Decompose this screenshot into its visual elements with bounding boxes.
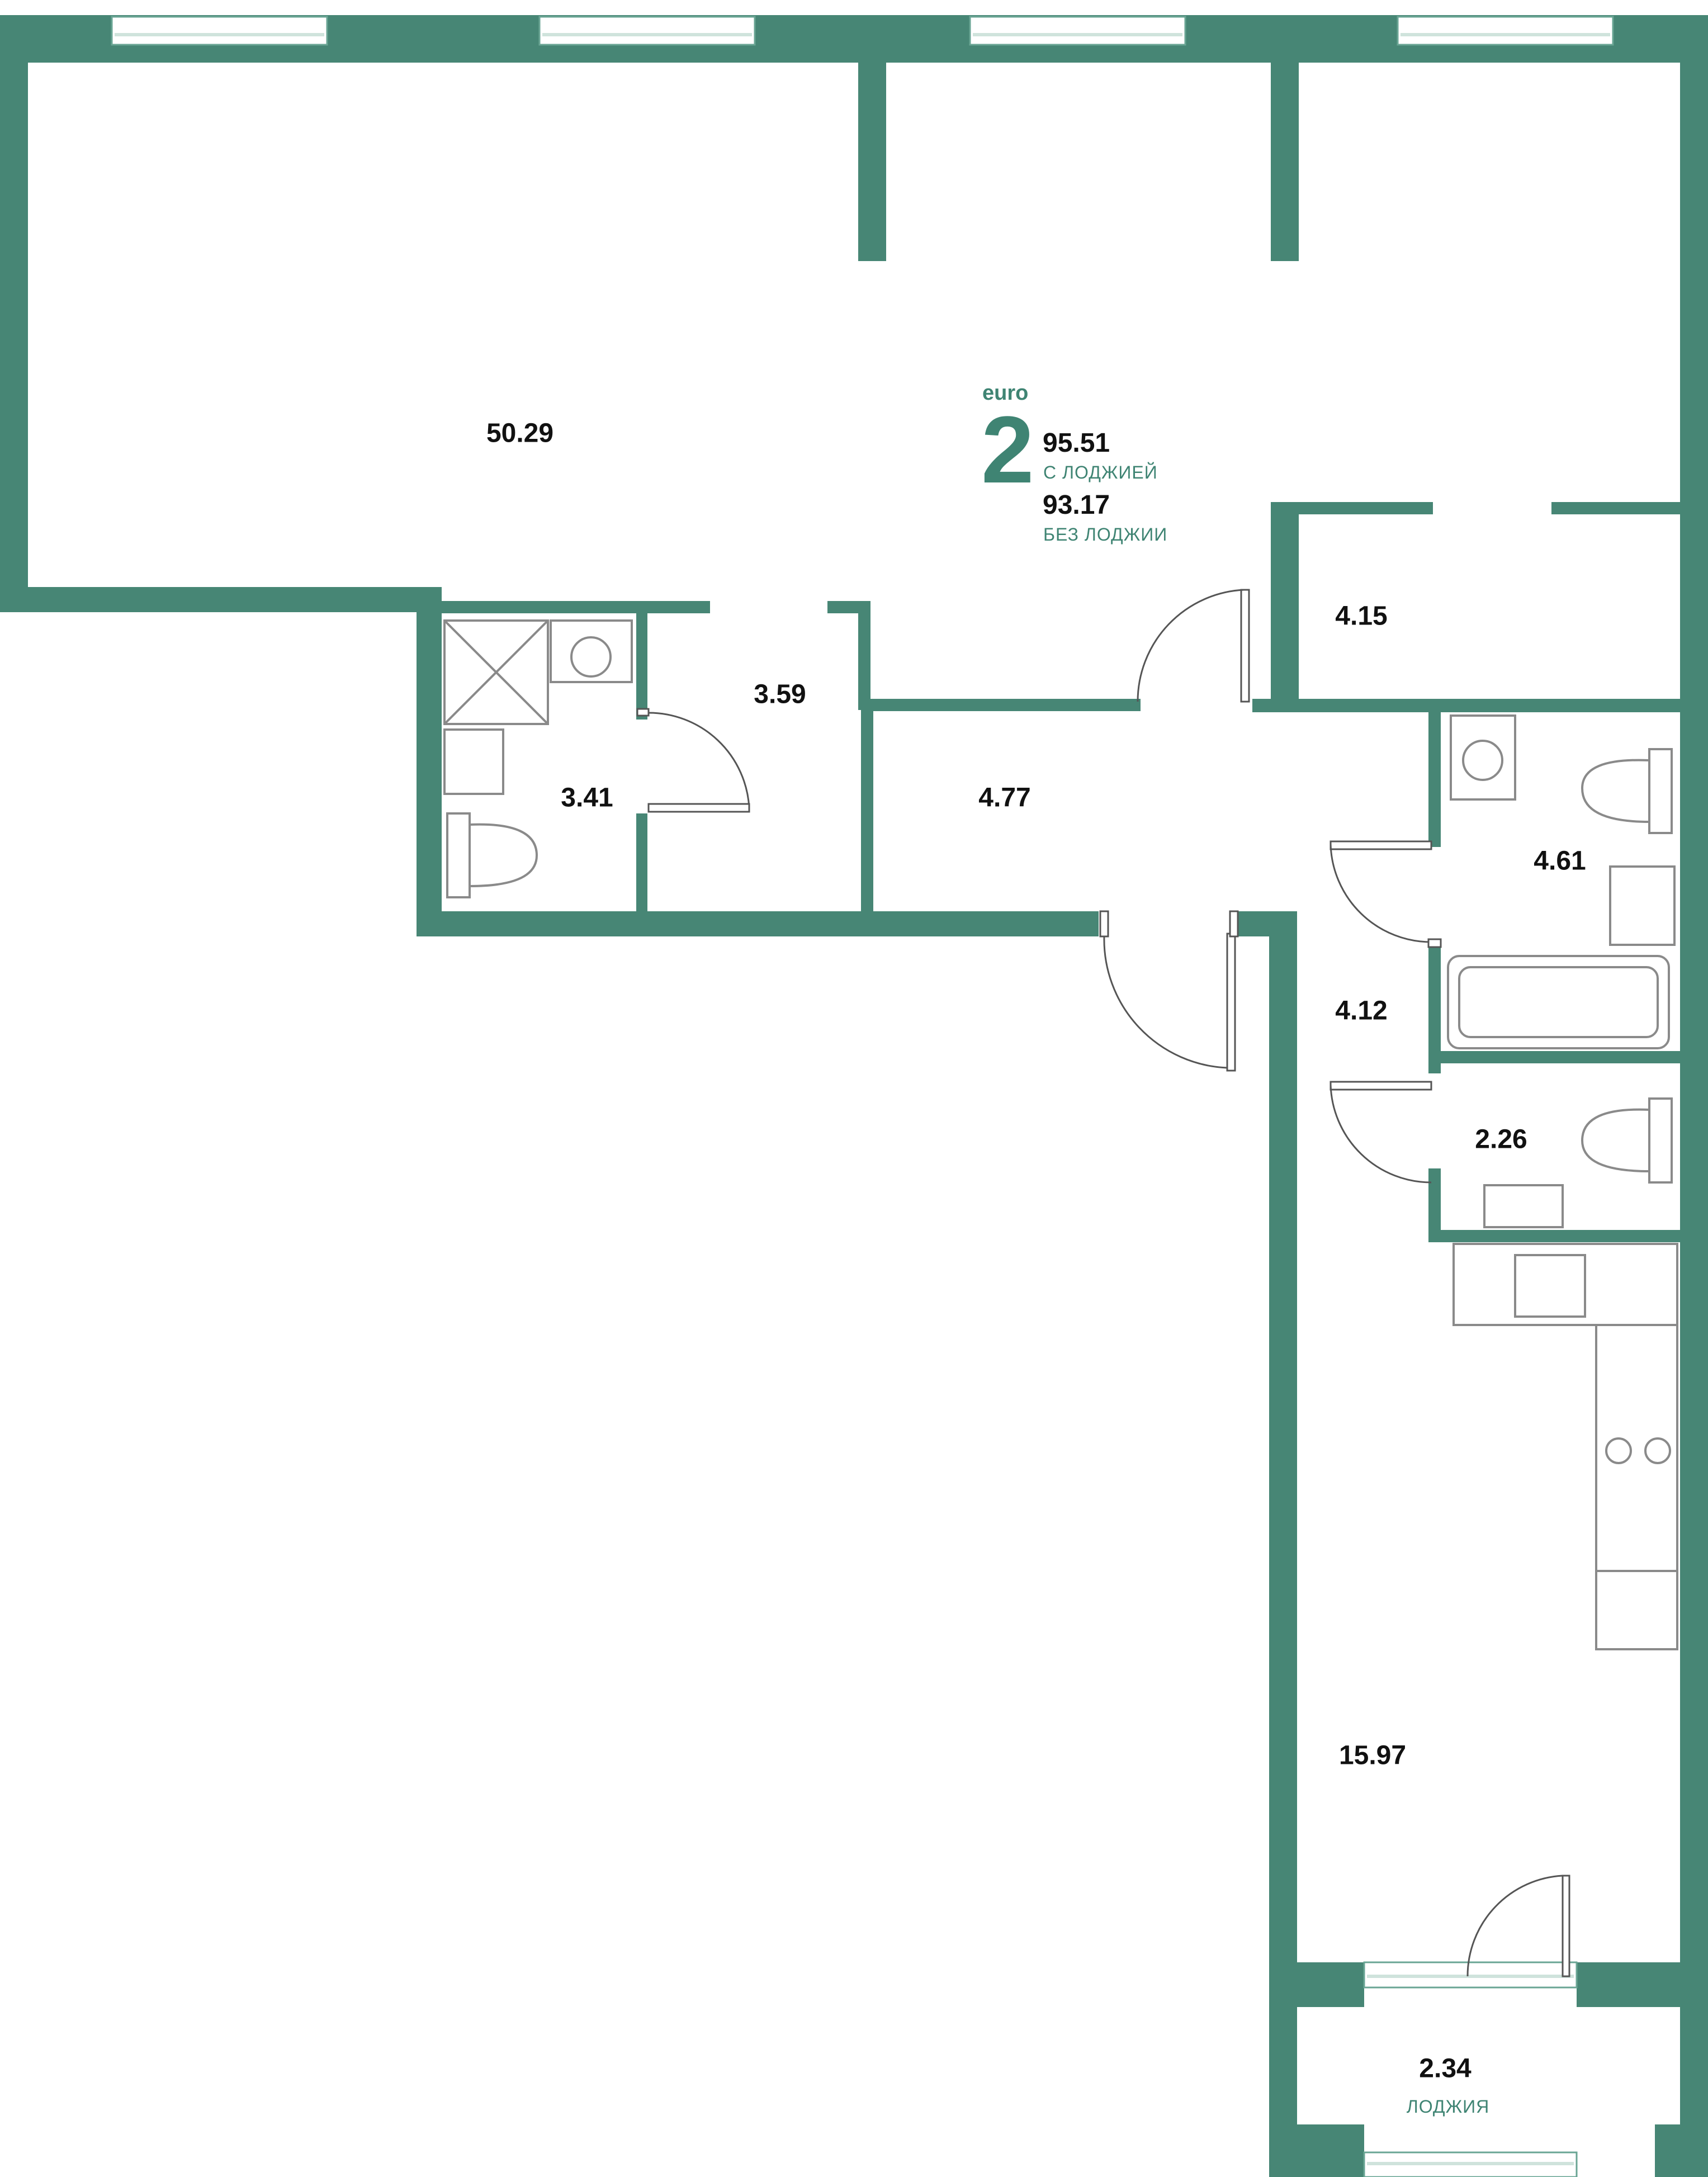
apartment-type-tag: euro — [982, 381, 1029, 405]
room-area-living: 50.29 — [486, 418, 554, 448]
room-area-wc: 2.26 — [1475, 1124, 1527, 1154]
loggia-caption: ЛОДЖИЯ — [1406, 2096, 1490, 2117]
room-area-loggia: 2.34 — [1419, 2053, 1472, 2084]
room-area-bathroom-shower: 3.41 — [561, 783, 613, 813]
room-area-storage: 4.15 — [1335, 601, 1388, 631]
room-area-bathroom-tub: 4.61 — [1534, 846, 1586, 876]
room-area-corridor: 4.77 — [978, 783, 1031, 813]
fixtures — [443, 619, 1678, 1650]
doors — [636, 589, 1570, 1977]
area-with-loggia: 95.51 — [1043, 428, 1110, 458]
loggia-frame — [1319, 2007, 1660, 2124]
room-area-kitchen: 15.97 — [1338, 1740, 1407, 1771]
window-glass — [115, 33, 1610, 2165]
room-area-closet: 3.59 — [754, 679, 806, 709]
area-without-loggia-caption: БЕЗ ЛОДЖИИ — [1043, 524, 1168, 545]
room-area-hall: 4.12 — [1335, 996, 1388, 1026]
room-count: 2 — [981, 397, 1034, 503]
windows — [111, 16, 1614, 2177]
area-without-loggia: 93.17 — [1043, 490, 1110, 520]
area-with-loggia-caption: С ЛОДЖИЕЙ — [1043, 462, 1158, 482]
walls — [0, 15, 1708, 2177]
